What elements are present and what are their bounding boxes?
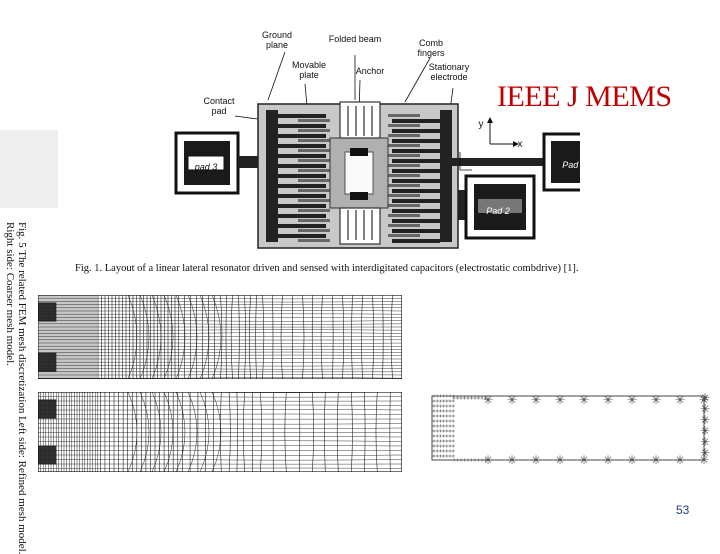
comb-fingers-label: Comb fingers bbox=[417, 38, 445, 58]
svg-text:✳: ✳ bbox=[699, 393, 709, 407]
svg-text:✳: ✳ bbox=[579, 453, 589, 464]
svg-text:✳: ✳ bbox=[700, 402, 710, 416]
axis-x-label: x bbox=[517, 139, 523, 150]
resonator-layout-diagram bbox=[174, 51, 580, 249]
svg-text:✳: ✳ bbox=[483, 393, 493, 407]
folded-beam-label: Folded beam bbox=[328, 34, 382, 44]
pad3-label: pad 3 bbox=[194, 162, 218, 172]
svg-text:✳: ✳ bbox=[507, 393, 517, 407]
svg-text:✳: ✳ bbox=[651, 393, 661, 407]
coarse-mesh-model bbox=[38, 392, 402, 472]
svg-text:✳: ✳ bbox=[531, 393, 541, 407]
svg-text:✳: ✳ bbox=[627, 393, 637, 407]
axis-y-label: y bbox=[478, 119, 484, 130]
contact-pad-label: Contact pad bbox=[203, 96, 235, 116]
svg-text:✳: ✳ bbox=[555, 453, 565, 464]
figure1-caption: Fig. 1. Layout of a linear lateral reson… bbox=[75, 263, 579, 274]
movable-plate-label: Movable plate bbox=[291, 60, 327, 80]
page-number: 53 bbox=[676, 503, 690, 517]
refined-mesh-model bbox=[38, 295, 402, 379]
svg-text:✳: ✳ bbox=[507, 453, 517, 464]
svg-text:✳: ✳ bbox=[627, 453, 637, 464]
svg-text:✳: ✳ bbox=[699, 453, 709, 464]
svg-text:✳: ✳ bbox=[603, 393, 613, 407]
ground-plane-label: Ground plane bbox=[261, 30, 293, 50]
figure5-caption: Fig. 5 The related FEM mesh discretizati… bbox=[2, 222, 28, 554]
pad1-label: Pad 1 bbox=[562, 160, 586, 170]
anchor-label: Anchor bbox=[355, 66, 385, 76]
stationary-electrode-label: Stationary electrode bbox=[428, 62, 470, 82]
svg-text:✳: ✳ bbox=[651, 453, 661, 464]
svg-text:✳: ✳ bbox=[555, 393, 565, 407]
svg-text:✳: ✳ bbox=[700, 424, 710, 438]
pad2-label: Pad 2 bbox=[486, 206, 510, 216]
svg-text:✳: ✳ bbox=[675, 393, 685, 407]
svg-text:✳: ✳ bbox=[531, 453, 541, 464]
scan-background-strip bbox=[0, 130, 58, 208]
slide-title: IEEE J MEMS bbox=[497, 80, 672, 113]
figure5-caption-line2: Right side: Coarser mesh model. bbox=[4, 222, 16, 366]
svg-text:✳: ✳ bbox=[603, 453, 613, 464]
figure5-caption-line1: Fig. 5 The related FEM mesh discretizati… bbox=[16, 222, 28, 554]
svg-text:✳: ✳ bbox=[483, 453, 493, 464]
svg-text:✳: ✳ bbox=[675, 453, 685, 464]
svg-text:✳: ✳ bbox=[700, 446, 710, 460]
svg-text:✳: ✳ bbox=[579, 393, 589, 407]
svg-text:✳: ✳ bbox=[700, 413, 710, 427]
boundary-node-model: ✳✳✳✳✳✳✳✳✳✳✳✳✳✳✳✳✳✳✳✳✳✳✳✳✳✳ bbox=[431, 392, 710, 464]
svg-text:✳: ✳ bbox=[700, 435, 710, 449]
svg-text:✳: ✳ bbox=[700, 392, 710, 405]
